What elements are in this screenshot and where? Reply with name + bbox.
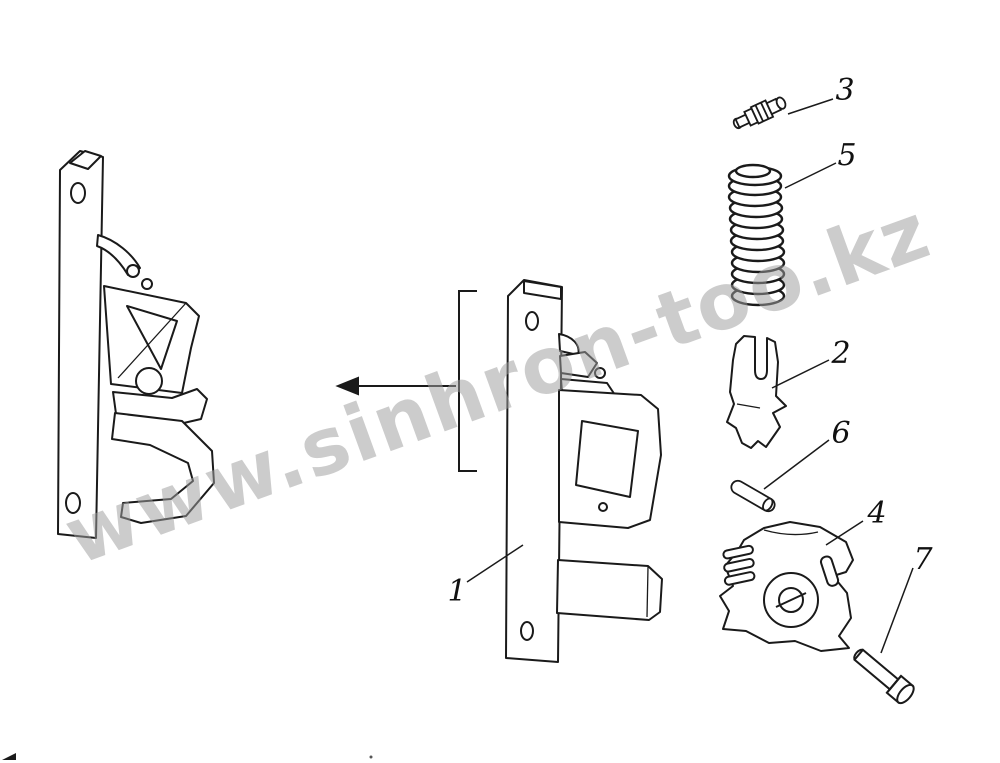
reference-bracket xyxy=(458,290,477,472)
bracket-part1-drawing xyxy=(505,279,663,663)
spring-part5-drawing xyxy=(727,163,786,307)
roller-circle xyxy=(135,367,163,395)
mounting-hole xyxy=(65,492,81,514)
latch-body-top-face-line xyxy=(763,529,819,536)
prong xyxy=(722,544,754,560)
scan-artifact-mark xyxy=(2,753,16,760)
latch-body-prongs xyxy=(722,544,756,586)
bolt-head-end xyxy=(896,683,915,705)
part1-slot-cutout xyxy=(575,420,639,498)
hex-facet-line xyxy=(760,102,770,120)
part-label-3: 3 xyxy=(835,73,854,108)
leader-line-part4 xyxy=(825,520,864,546)
part1-upper-ear xyxy=(559,351,598,378)
bolt-head-edge-line xyxy=(886,675,902,694)
scan-artifact-dot xyxy=(369,755,373,759)
latch-plate-triangle-cutout xyxy=(126,305,178,370)
leader-line-part7 xyxy=(880,567,914,654)
leader-line-part6 xyxy=(763,439,830,490)
leader-line-part5 xyxy=(784,162,837,189)
mounting-hole xyxy=(70,182,86,204)
assembled-hook-band xyxy=(111,412,215,524)
pawl-detail-line xyxy=(736,403,761,409)
pin-part6-drawing xyxy=(730,479,776,513)
latch-plate-detail-line xyxy=(117,302,187,379)
watermark-text: www.sinhron-too.kz xyxy=(54,186,942,583)
part-label-2: 2 xyxy=(830,336,850,371)
pin-end xyxy=(762,497,774,512)
leader-lines xyxy=(466,98,914,654)
mounting-hole xyxy=(520,621,534,641)
pawl-part2-drawing xyxy=(726,335,787,449)
pivot-circle xyxy=(594,367,606,379)
prong xyxy=(723,557,755,573)
part-label-6: 6 xyxy=(831,416,850,451)
bolt-part7-drawing xyxy=(853,648,915,705)
fitting-part3-drawing xyxy=(732,96,787,130)
bolt-shaft xyxy=(853,648,900,691)
prong xyxy=(723,571,756,586)
latch-side-slot xyxy=(819,555,840,587)
hex-facet-line xyxy=(754,104,764,122)
latch-boss-slot-line xyxy=(775,592,807,608)
part1-foot-edge-line xyxy=(646,566,649,618)
part1-top-tab xyxy=(523,280,562,300)
fitting-base-end xyxy=(775,96,787,110)
latch-body-part4-drawing xyxy=(719,521,854,652)
assembled-plate-top-tab xyxy=(69,150,102,170)
part-label-5: 5 xyxy=(837,138,856,173)
part-label-4: 4 xyxy=(866,496,886,531)
part-label-7: 7 xyxy=(913,542,933,577)
mounting-hole xyxy=(525,311,539,331)
part1-foot xyxy=(556,559,663,621)
assembled-plate xyxy=(57,150,104,539)
pawl-body xyxy=(726,335,787,449)
pivot-circle xyxy=(141,278,153,290)
leader-line-part1 xyxy=(466,544,524,583)
pivot-circle xyxy=(126,264,140,278)
direction-arrow-group xyxy=(335,290,477,472)
leader-line-part3 xyxy=(787,98,834,115)
assembled-latch-drawing xyxy=(57,150,215,539)
leader-line-part2 xyxy=(771,359,830,389)
part1-small-hole xyxy=(598,502,608,512)
part-label-1: 1 xyxy=(447,574,466,609)
arrow-head-icon xyxy=(335,376,359,396)
spring-end-coil xyxy=(734,163,772,179)
